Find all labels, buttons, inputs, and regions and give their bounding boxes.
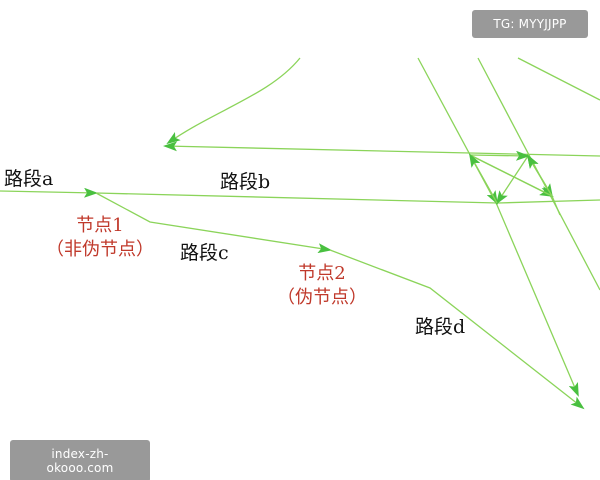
- node-2-label: 节点2 （伪节点）: [262, 265, 382, 307]
- road-b-line: [95, 192, 499, 204]
- road-a-line: [0, 187, 98, 198]
- diag-road-3: [517, 57, 600, 101]
- road-b-tail: [497, 199, 600, 204]
- upper-road: [164, 145, 600, 157]
- interchange: [469, 150, 561, 216]
- diag-road-1b: [496, 204, 579, 397]
- road-d-line: [329, 249, 585, 410]
- node-1-note: （非伪节点）: [46, 239, 154, 260]
- watermark-top: TG: MYYJJPP: [472, 10, 588, 38]
- road-c-line: [95, 192, 332, 254]
- road-c-label: 路段c: [180, 242, 229, 264]
- road-b-label: 路段b: [220, 171, 271, 193]
- node-2-title: 节点2: [298, 263, 346, 284]
- node-1-title: 节点1: [76, 215, 124, 236]
- node-2-note: （伪节点）: [277, 287, 367, 308]
- road-d-label: 路段d: [415, 316, 466, 338]
- road-a-label: 路段a: [4, 168, 54, 190]
- watermark-bottom: index-zh-okooo.com: [10, 440, 150, 480]
- ramp-curve: [166, 57, 301, 145]
- node-1-label: 节点1 （非伪节点）: [40, 217, 160, 259]
